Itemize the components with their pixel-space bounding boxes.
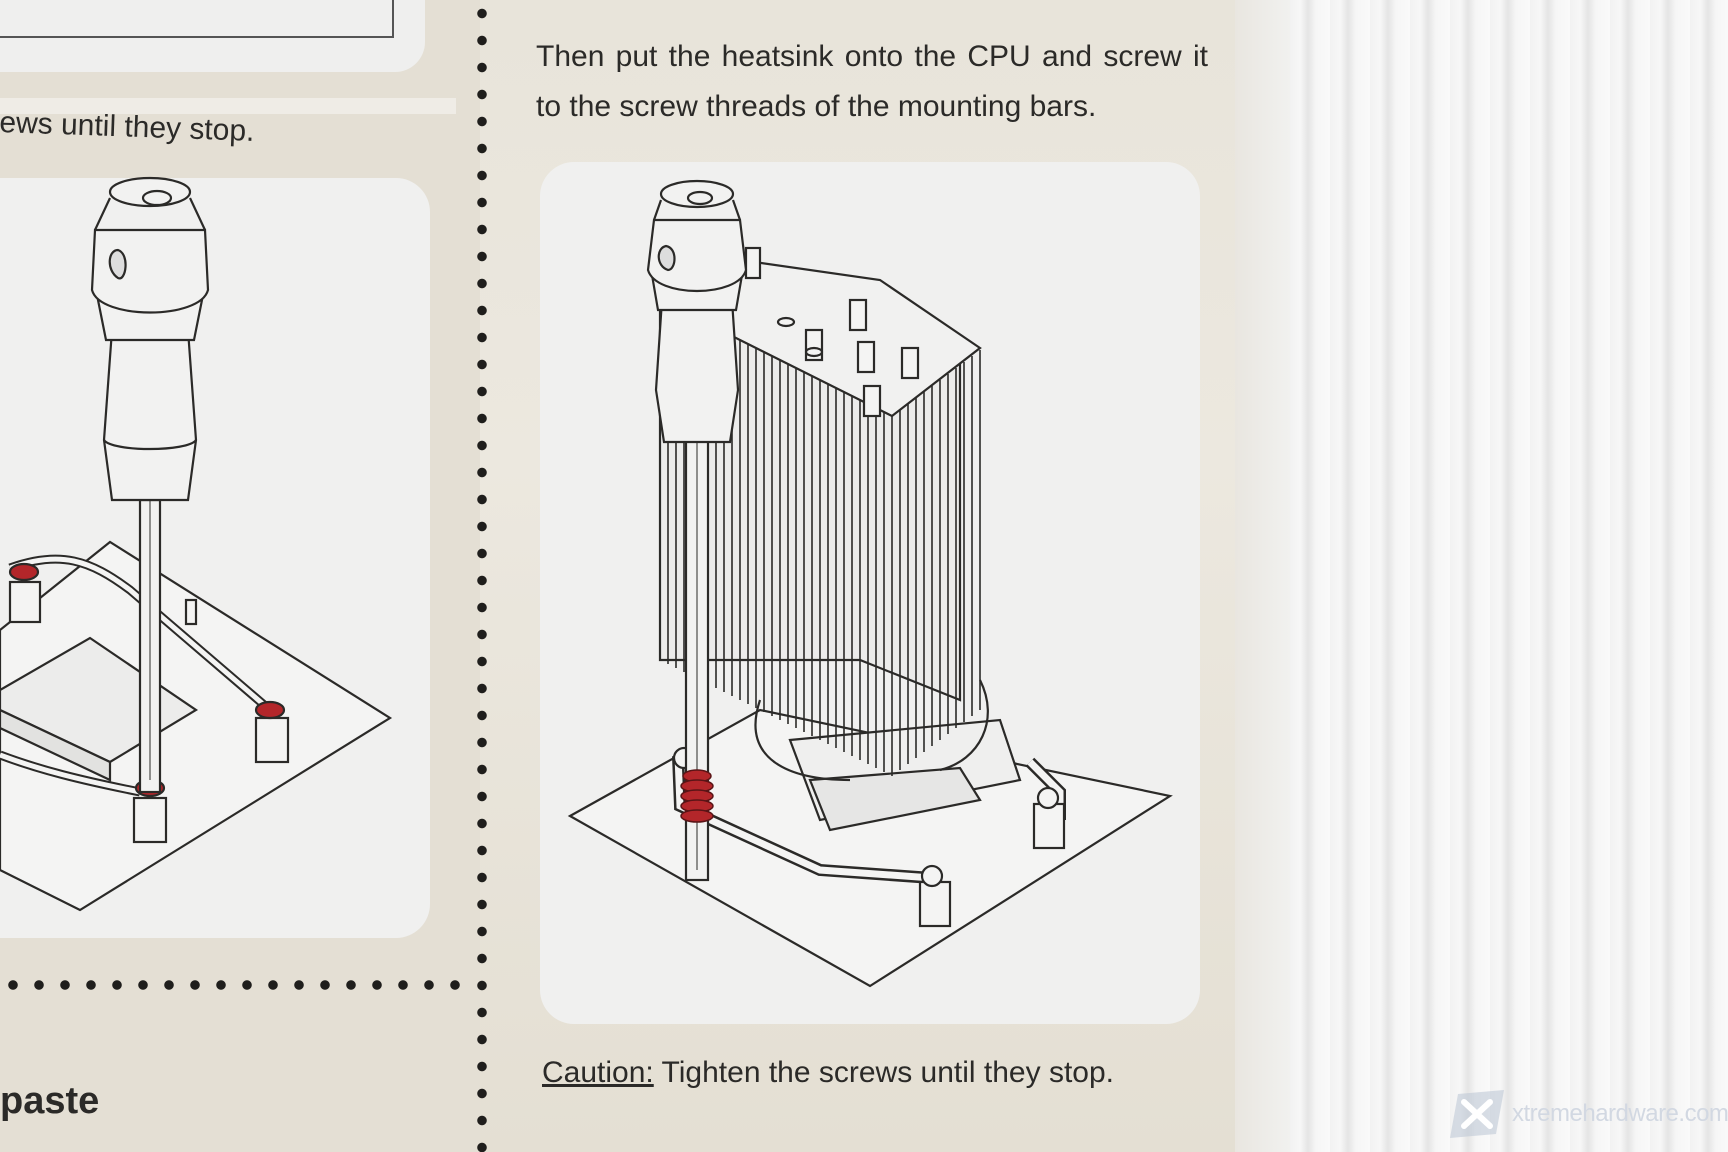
watermark-text: xtremehardware.com <box>1512 1100 1728 1127</box>
caution-text: Tighten the screws until they stop. <box>661 1056 1114 1089</box>
previous-illustration-border <box>0 0 394 38</box>
site-watermark: xtremehardware.com <box>1448 1088 1728 1140</box>
left-illustration <box>0 176 393 912</box>
left-next-heading: paste <box>0 1080 100 1122</box>
section-separator-dots <box>0 978 470 992</box>
column-separator-dots <box>475 0 489 1152</box>
heatsink-illustration <box>567 179 1173 988</box>
divider-strip <box>0 98 456 114</box>
page-fold <box>1235 0 1290 1152</box>
step-instruction: Then put the heatsink onto the CPU and s… <box>536 40 1208 123</box>
caution-label: Caution: <box>542 1056 654 1089</box>
background-surface <box>1290 0 1728 1152</box>
xtremehardware-logo-icon <box>1450 1090 1504 1138</box>
caution-note: Caution: Tighten the screws until they s… <box>542 1056 1114 1090</box>
